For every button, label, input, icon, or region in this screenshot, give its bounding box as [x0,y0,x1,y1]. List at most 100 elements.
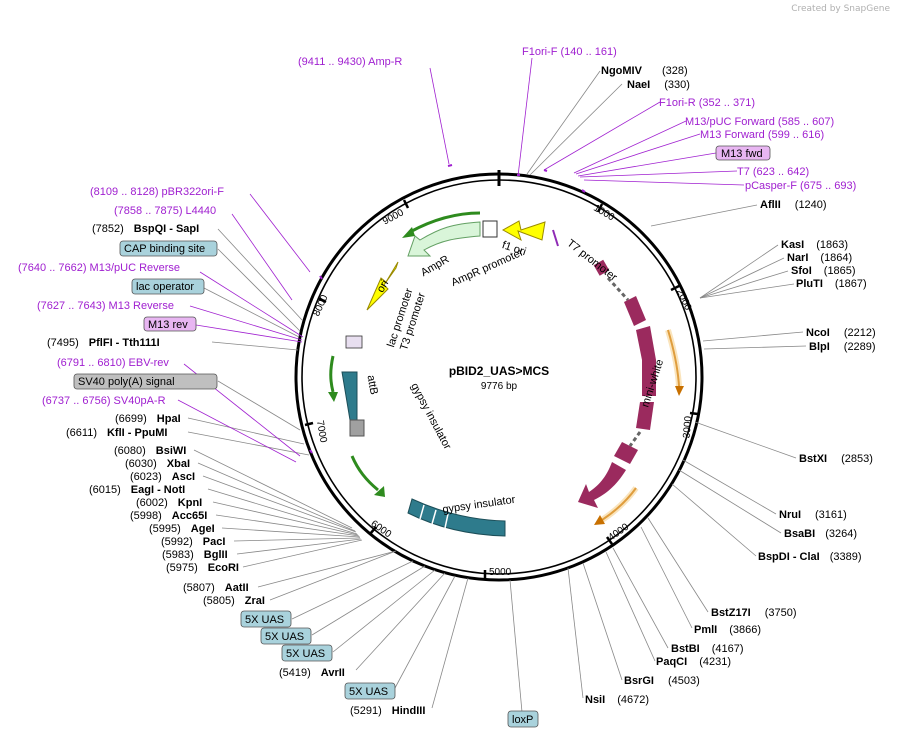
lac-t3-region [345,335,363,349]
gypsy-insulator-lower[interactable] [407,498,506,537]
label-acc65i: (5998)Acc65I [130,510,207,522]
orange-arrow-upper-head [675,386,684,396]
gypsy-insulator-upper-end [349,419,365,437]
f1-ori-arrow[interactable] [501,220,546,242]
leader-pmli [640,526,693,629]
label-ecori: (5975)EcoRI [166,562,239,574]
leader-m13-rev-box [195,324,303,343]
label-pcasper-f: pCasper-F (675 .. 693) [745,180,856,192]
leader-lac-operator [203,287,300,338]
tick-label-3000: 3000 [681,415,694,439]
leader-xbai [197,462,356,532]
label-sfoi: SfoI(1865) [791,265,856,277]
leader-bglii [236,538,362,555]
label-amp-r: (9411 .. 9430) Amp-R [298,56,402,68]
leader-naei [529,83,623,176]
ampr-arrow[interactable] [407,221,481,257]
label-sv40-polya: SV40 poly(A) signal [78,376,175,388]
attp-arrow[interactable] [350,455,379,492]
orange-arrow-lower-head [594,515,605,525]
leader-hpai [187,417,305,445]
label-uas-2: 5X UAS [286,648,325,660]
mark-f1ori-r [543,169,548,172]
leader-cap [217,248,301,332]
label-sv40pa-r: (6737 .. 6756) SV40pA-R [42,395,166,407]
mark-amp-r [447,164,453,167]
label-aflii: AflII(1240) [760,199,827,211]
leader-pbr322ori [249,193,311,273]
orange-arrow-lower-outline [600,486,639,523]
mini-white-exon3[interactable] [636,326,656,396]
label-lac-operator: lac operator [136,281,194,293]
leader-blpi [703,345,807,350]
label-pluti: PluTI(1867) [796,278,867,290]
mini-white-exon2[interactable] [624,296,646,326]
label-m13-forward: M13 Forward (599 .. 616) [700,129,824,141]
tick-label-1000: 1000 [591,203,616,224]
label-kfli-ppumi: (6611)KflI - PpuMI [66,427,167,439]
label-hindiii: (5291)HindIII [350,705,425,717]
label-kpni: (6002)KpnI [136,497,202,509]
label-gypsy-upper: gypsy insulator [408,381,453,452]
leader-l4440 [231,213,293,301]
box-m13-rev [143,316,197,332]
ampr-direction-arrow [409,211,481,234]
box-lac-operator [131,278,205,295]
t7-promoter-mark [552,229,559,247]
label-nrui: NruI(3161) [779,509,847,521]
leader-ncoi [702,331,804,342]
mini-white-exon5[interactable] [614,442,638,464]
label-avrii: (5419)AvrII [279,667,345,679]
gypsy-lower-seg3 [444,513,449,529]
tick-6000 [369,526,377,535]
label-ori: ori [375,278,392,295]
label-gypsy-lower: gypsy insulator [442,494,517,516]
label-ampr: AmpR [419,253,452,279]
leader-bspqi [217,228,303,321]
attb-arrow[interactable] [329,355,335,393]
label-bstbi: BstBI(4167) [671,643,744,655]
leader-f1ori-f [517,57,533,177]
label-agei: (5995)AgeI [149,523,215,535]
label-bsiwi: (6080)BsiWI [114,445,186,457]
leader-m13-fwd-box [577,152,717,177]
leader-sv40pa-r [177,399,297,463]
tick-1000 [596,203,604,213]
leader-f1ori-r [543,101,661,171]
leader-bspdi [671,483,757,557]
label-ncoi: NcoI(2212) [806,327,876,339]
leader-paqci [605,551,656,662]
box-uas-2 [281,644,333,662]
leader-pcasper [583,179,745,186]
leader-uas-2 [332,569,436,653]
box-cap-binding [119,240,218,257]
primer-leader-lines [177,57,745,463]
leader-t7 [579,170,738,178]
leader-uas-1 [394,575,456,689]
leader-ngomiv [526,70,601,175]
leader-kasi [699,244,779,299]
leader-pluti [699,283,795,299]
box-m13-fwd [715,145,771,161]
mini-white-arrow[interactable] [578,462,626,508]
leader-bstxi [694,421,797,459]
tick-2000 [670,284,680,292]
mini-white-exon1[interactable] [593,259,610,276]
label-m13-reverse: (7627 .. 7643) M13 Reverse [37,300,174,312]
leader-agei [221,527,361,538]
leader-m13puc-fwd [573,120,687,174]
label-l4440: (7858 .. 7875) L4440 [114,205,216,217]
mini-white-exon4[interactable] [636,402,654,430]
tick-marks [304,199,699,579]
leader-asci [202,475,357,533]
gypsy-insulator-upper[interactable] [341,371,358,421]
ori-arrow[interactable] [366,261,399,311]
label-m13puc-forward: M13/pUC Forward (585 .. 607) [685,116,834,128]
label-pbr322ori-f: (8109 .. 8128) pBR322ori-F [90,186,224,198]
tick-7000 [304,421,314,427]
leader-bsrgi [582,562,623,681]
label-attb: attB [365,374,380,395]
box-loxp [507,710,539,728]
label-bstz17i: BstZ17I(3750) [711,607,797,619]
